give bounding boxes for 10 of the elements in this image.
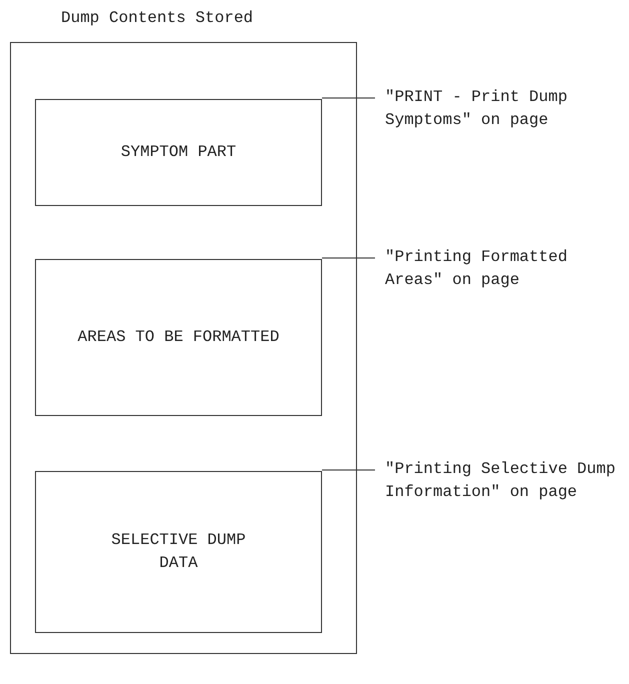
section-label: SYMPTOM PART [120,142,238,163]
section-box [35,471,322,633]
section-box [35,99,322,206]
section-label: AREAS TO BE FORMATTED [76,327,280,348]
container-heading: Dump Contents Stored [61,9,254,27]
section-box [35,259,322,416]
reference-note: "Printing Formatted Areas" on page [385,246,625,292]
reference-note: "Printing Selective Dump Information" on page [385,458,625,504]
reference-note: "PRINT - Print Dump Symptoms" on page [385,86,625,132]
section-label: SELECTIVE DUMP DATA [110,530,247,574]
